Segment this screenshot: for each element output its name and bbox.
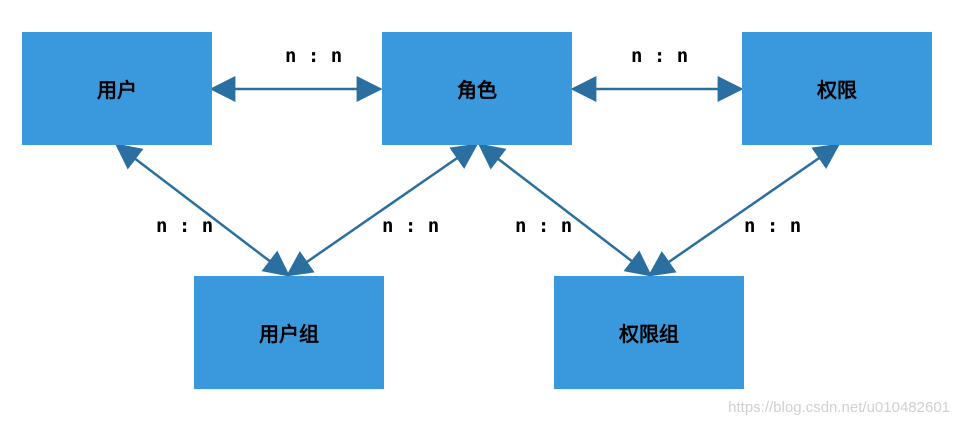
watermark-url: https://blog.csdn.net/u010482601 (728, 399, 950, 416)
edge-user-usergroup (114, 143, 291, 277)
edge-label-user-usergroup: n : n (156, 215, 214, 237)
node-user: 用户 (22, 32, 212, 145)
node-user-group-label: 用户组 (259, 322, 319, 346)
edge-label-role-permissiongroup: n : n (515, 215, 573, 237)
edge-label-permissiongroup-permission: n : n (744, 215, 802, 237)
node-permission: 权限 (742, 32, 932, 145)
node-user-group: 用户组 (194, 276, 384, 389)
edge-usergroup-role (285, 143, 479, 277)
edge-permissiongroup-permission (647, 143, 841, 277)
node-role-label: 角色 (457, 78, 497, 102)
edge-role-permissiongroup (477, 143, 653, 277)
node-user-label: 用户 (97, 78, 137, 102)
node-role: 角色 (382, 32, 572, 145)
node-permission-label: 权限 (817, 78, 857, 102)
edge-label-user-role: n : n (285, 45, 343, 67)
node-permission-group: 权限组 (554, 276, 744, 389)
edge-label-role-permission: n : n (631, 45, 689, 67)
edge-label-usergroup-role: n : n (382, 215, 440, 237)
node-permission-group-label: 权限组 (619, 322, 679, 346)
